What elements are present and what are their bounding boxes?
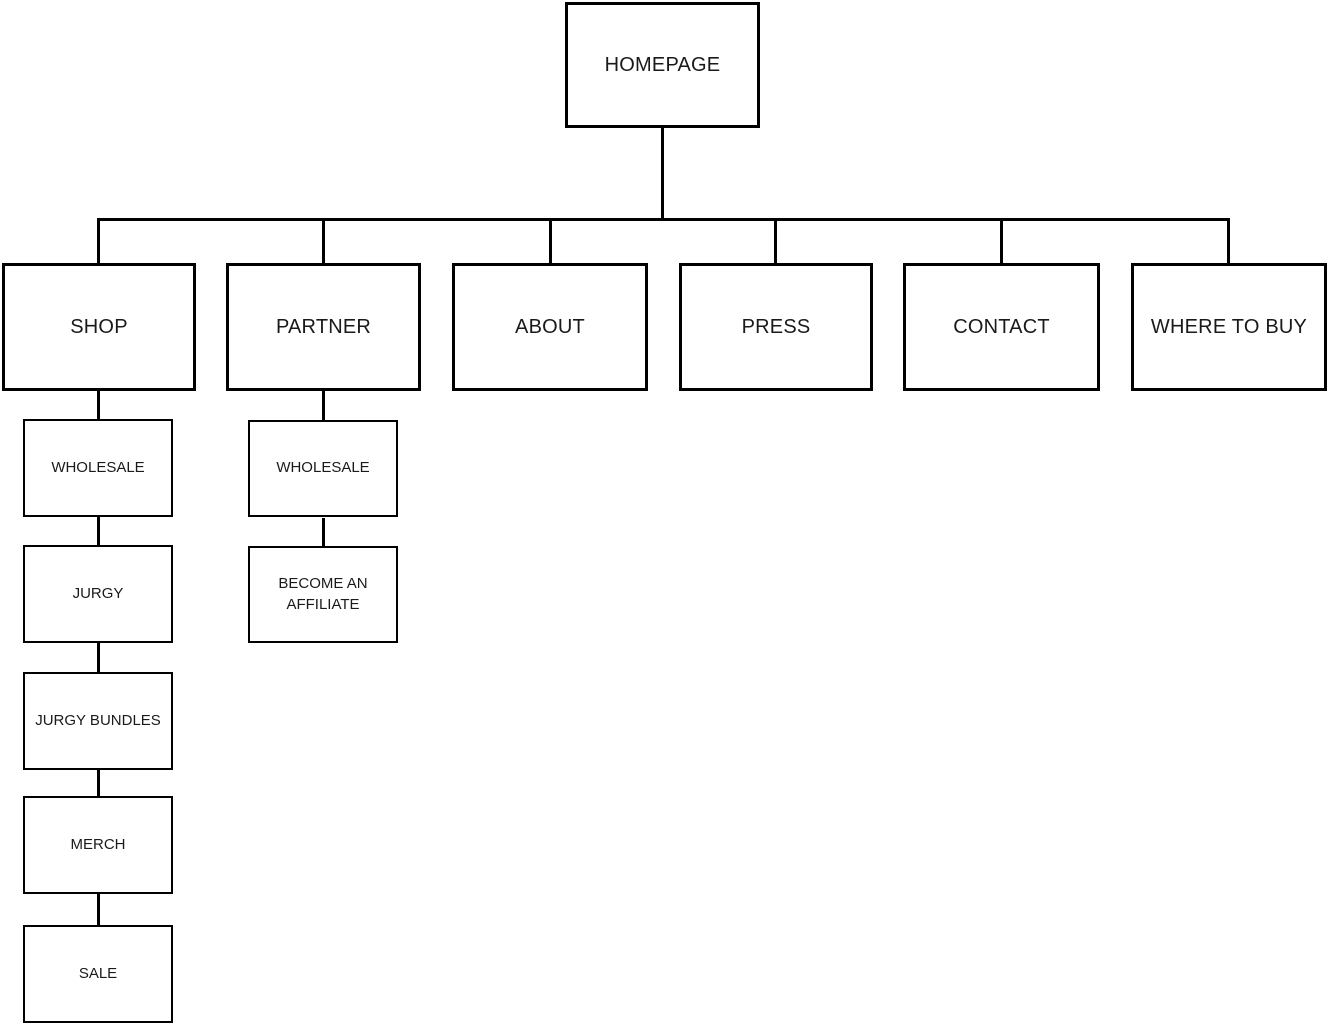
node-merch: MERCH xyxy=(23,796,173,894)
node-where-to-buy-label: WHERE TO BUY xyxy=(1150,315,1308,338)
node-press-label: PRESS xyxy=(741,315,811,338)
node-become-an-affiliate-label: BECOME AN AFFILIATE xyxy=(278,575,368,613)
node-about-label: ABOUT xyxy=(515,315,585,338)
connector-line xyxy=(1227,218,1230,263)
node-shop-wholesale: WHOLESALE xyxy=(23,419,173,517)
node-partner: PARTNER xyxy=(226,263,421,391)
node-press: PRESS xyxy=(679,263,873,391)
connector-line xyxy=(774,218,777,263)
node-shop-label: SHOP xyxy=(70,315,128,338)
node-merch-label: MERCH xyxy=(70,835,126,853)
connector-line xyxy=(661,128,664,218)
node-homepage: HOMEPAGE xyxy=(565,2,760,128)
node-jurgy-label: JURGY xyxy=(72,584,124,602)
node-shop: SHOP xyxy=(2,263,196,391)
connector-line xyxy=(97,770,100,796)
node-sale: SALE xyxy=(23,925,173,1023)
node-jurgy-bundles: JURGY BUNDLES xyxy=(23,672,173,770)
connector-line xyxy=(97,218,100,263)
connector-line xyxy=(97,391,100,419)
node-partner-wholesale-label: WHOLESALE xyxy=(276,459,370,477)
node-become-an-affiliate: BECOME AN AFFILIATE xyxy=(248,546,398,643)
node-partner-wholesale: WHOLESALE xyxy=(248,420,398,517)
connector-line xyxy=(97,517,100,545)
node-homepage-label: HOMEPAGE xyxy=(604,53,721,76)
node-where-to-buy: WHERE TO BUY xyxy=(1131,263,1327,391)
connector-line xyxy=(322,218,325,263)
node-jurgy: JURGY xyxy=(23,545,173,643)
connector-line xyxy=(97,218,1230,221)
node-contact: CONTACT xyxy=(903,263,1100,391)
node-contact-label: CONTACT xyxy=(953,315,1050,338)
connector-line xyxy=(1000,218,1003,263)
node-shop-wholesale-label: WHOLESALE xyxy=(51,458,145,476)
node-sale-label: SALE xyxy=(78,964,118,982)
connector-line xyxy=(97,894,100,925)
node-partner-label: PARTNER xyxy=(275,315,372,338)
connector-line xyxy=(322,391,325,420)
node-about: ABOUT xyxy=(452,263,648,391)
connector-line xyxy=(549,218,552,263)
node-jurgy-bundles-label: JURGY BUNDLES xyxy=(35,711,161,729)
connector-line xyxy=(322,518,325,546)
connector-line xyxy=(97,643,100,672)
